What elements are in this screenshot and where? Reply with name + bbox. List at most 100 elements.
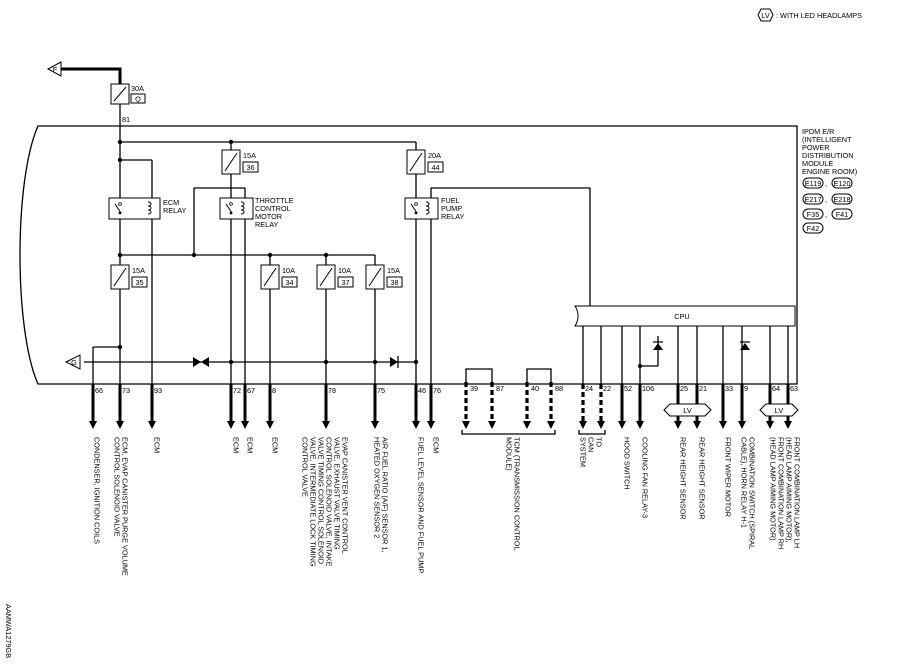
destination-label: VALVE, EXHAUST VALVE TIMING xyxy=(333,437,342,550)
ipdm-module-outline xyxy=(19,125,798,385)
terminal-label: 76 xyxy=(433,386,441,395)
connector-badge xyxy=(802,177,824,189)
fuse-amp: 20A xyxy=(428,151,441,160)
destination-label: (HEAD LAMP AIMING MOTOR) xyxy=(769,437,778,541)
connector-badge xyxy=(831,208,853,220)
relay-coil-icon xyxy=(147,201,152,215)
arrow-f-label: F xyxy=(53,65,58,74)
module-line-4: DISTRIBUTION xyxy=(802,151,853,160)
fuse-44: 20A 44 xyxy=(406,149,444,175)
relay-label: RELAY xyxy=(163,206,187,215)
terminal-label: 75 xyxy=(377,386,385,395)
lv-badge-label: LV xyxy=(775,406,784,415)
module-line-6: ENGINE ROOM) xyxy=(802,167,857,176)
destination-label: MODULE) xyxy=(505,437,514,471)
lv-badge: LV xyxy=(663,403,712,417)
relay-label: RELAY xyxy=(441,212,465,221)
connector-id: E119 xyxy=(805,179,822,188)
module-line-1: IPDM E/R xyxy=(802,127,834,136)
destination-label: COMBINATION SWITCH (SPIRAL xyxy=(748,437,757,549)
destination-label: TO xyxy=(595,437,604,447)
destination-label: ECM xyxy=(153,437,162,453)
arrow-g-icon xyxy=(64,354,81,370)
terminal-label: 72 xyxy=(233,386,241,395)
destination-label: ECM xyxy=(432,437,441,453)
connector-id: E217 xyxy=(804,195,821,204)
relay-coil-icon xyxy=(425,201,430,215)
fuse-34: 10A 34 xyxy=(260,264,298,290)
destination-label: CONTROL SOLENOID VALVE xyxy=(113,437,122,537)
diode-icon xyxy=(653,343,663,350)
connector-ids: E119 , E120 E217 , E218 F35 , F41 F42 xyxy=(802,177,853,234)
fuse-amp: 10A xyxy=(282,266,295,275)
destination-label: REAR HEIGHT SENSOR xyxy=(679,437,688,520)
fuse-amp: 15A xyxy=(132,266,145,275)
destination-label: FRONT COMBINATION LAMP RH xyxy=(777,437,786,549)
connector-id: F42 xyxy=(807,224,820,233)
relay-label: ECM xyxy=(163,198,179,207)
fuse-amp: 15A xyxy=(243,151,256,160)
module-line-2: (INTELLIGENT xyxy=(802,135,852,144)
terminal-label: 63 xyxy=(790,384,798,393)
battery-supply: F 30A Q 81 xyxy=(46,61,146,126)
destination-label: ECM xyxy=(271,437,280,453)
connector-badge xyxy=(831,193,853,205)
destination-label: FRONT COMBINATION LAMP LH xyxy=(793,437,802,548)
terminal-label: 64 xyxy=(772,384,780,393)
destination-label: TCM (TRANSMISSION CONTROL xyxy=(513,437,522,551)
destination-label: (HEAD LAMP AIMING MOTOR), xyxy=(785,437,794,543)
arrow-g-label: G xyxy=(71,358,77,367)
connector-badge xyxy=(802,208,824,220)
internal-wiring xyxy=(84,126,591,384)
destination-label: CONDENSER, IGNITION COILS xyxy=(93,437,102,544)
terminal-label: 21 xyxy=(699,384,707,393)
main-fuse-id: Q xyxy=(135,95,141,104)
connector-id: F35 xyxy=(807,210,820,219)
terminal-81: 81 xyxy=(122,115,130,124)
destination-label: VALVE TIMING CONTROL SOLENOID xyxy=(317,437,326,564)
destination-label: ECM xyxy=(246,437,255,453)
destination-label: COOLING FAN RELAY-3 xyxy=(641,437,650,518)
terminal-label: 25 xyxy=(680,384,688,393)
relay-coil-icon xyxy=(240,201,245,215)
destination-label: CONTROL VALVE xyxy=(301,437,310,497)
module-line-5: MODULE xyxy=(802,159,833,168)
destination-label: HOOD SWITCH xyxy=(623,437,632,490)
connector-badge xyxy=(802,193,824,205)
relay-label: CONTROL xyxy=(255,204,291,213)
connector-badge xyxy=(831,177,853,189)
diode-icon xyxy=(390,356,399,368)
relay-label: PUMP xyxy=(441,204,462,213)
terminal-label: 66 xyxy=(95,386,103,395)
terminal-label: 88 xyxy=(555,384,563,393)
relay-label: RELAY xyxy=(255,220,279,229)
connector-id: E218 xyxy=(833,195,850,204)
module-line-3: POWER xyxy=(802,143,830,152)
fuse-amp: 10A xyxy=(338,266,351,275)
fuse-id: 38 xyxy=(390,278,398,287)
destination-label: SYSTEM xyxy=(579,437,588,467)
terminal-label: 40 xyxy=(531,384,539,393)
connector-badge xyxy=(802,222,824,234)
module-name: IPDM E/R (INTELLIGENT POWER DISTRIBUTION… xyxy=(802,127,857,176)
output-wires xyxy=(89,368,792,435)
fuse-id: 37 xyxy=(341,278,349,287)
terminal-label: 24 xyxy=(585,384,593,393)
destination-label: CAN xyxy=(587,437,596,452)
destination-label: EVAP CANISTER VENT CONTROL xyxy=(341,437,350,554)
cpu-label: CPU xyxy=(674,312,689,321)
figure-id: AAMWA1279GB xyxy=(4,604,13,658)
fuse-37: 10A 37 xyxy=(316,264,354,290)
terminal-label: 87 xyxy=(496,384,504,393)
destination-label: VALVE, INTERMEDIATE LOCK TIMING xyxy=(309,437,318,567)
destination-label: HEATED OXYGEN SENSOR 2 xyxy=(373,437,382,538)
legend-text: : WITH LED HEADLAMPS xyxy=(776,11,862,20)
connector-separator: , xyxy=(825,210,827,219)
lv-badge: LV xyxy=(759,403,799,417)
terminal-label: 9 xyxy=(744,384,748,393)
terminal-label: 52 xyxy=(624,384,632,393)
diode-icon xyxy=(193,357,209,367)
terminal-label: 93 xyxy=(154,386,162,395)
lv-badge-label: LV xyxy=(683,406,692,415)
